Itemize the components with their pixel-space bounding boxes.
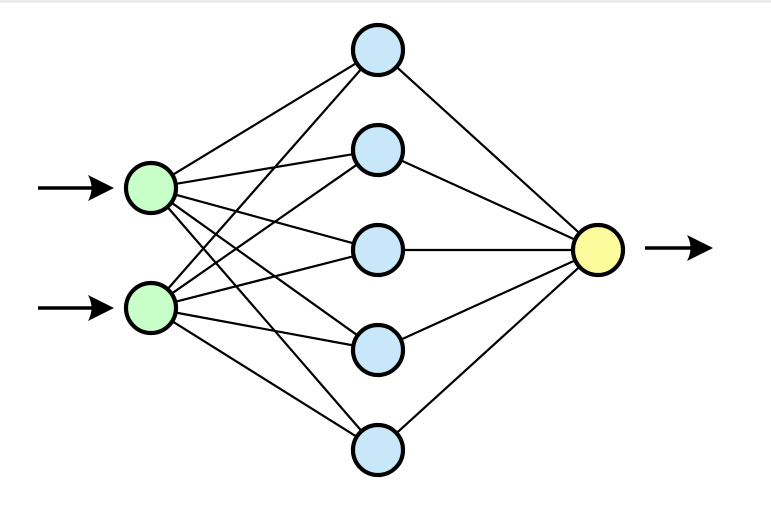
connection-edge	[169, 201, 360, 337]
edges-hidden-to-output	[395, 65, 581, 435]
top-edge-strip	[0, 0, 771, 3]
edges-input-to-hidden	[165, 61, 364, 439]
hidden-node-h2[interactable]	[350, 122, 406, 178]
connection-edge	[166, 67, 363, 291]
connection-edge	[173, 254, 356, 304]
input-node-i1[interactable]	[123, 160, 179, 216]
connection-edge	[173, 193, 356, 245]
connection-edge	[399, 158, 577, 242]
connection-edge	[174, 311, 355, 347]
input-arrow-head	[88, 295, 114, 321]
connection-edge	[174, 152, 355, 186]
connection-edge	[170, 162, 359, 296]
hidden-node-h5[interactable]	[350, 422, 406, 478]
connection-edge	[399, 258, 577, 342]
hidden-node-h4[interactable]	[350, 322, 406, 378]
hidden-node-h3[interactable]	[350, 222, 406, 278]
output-node-o1[interactable]	[570, 222, 626, 278]
hidden-node-h1[interactable]	[350, 22, 406, 78]
input-node-i2[interactable]	[123, 280, 179, 336]
output-arrow-head	[687, 235, 713, 261]
connection-edge	[170, 61, 359, 177]
input-arrow-head	[88, 175, 114, 201]
io-arrows	[38, 175, 713, 321]
connection-edge	[165, 205, 364, 433]
connection-edge	[395, 65, 581, 235]
connection-edge	[170, 319, 359, 439]
connection-edge	[395, 265, 581, 435]
network-nodes	[123, 22, 626, 478]
